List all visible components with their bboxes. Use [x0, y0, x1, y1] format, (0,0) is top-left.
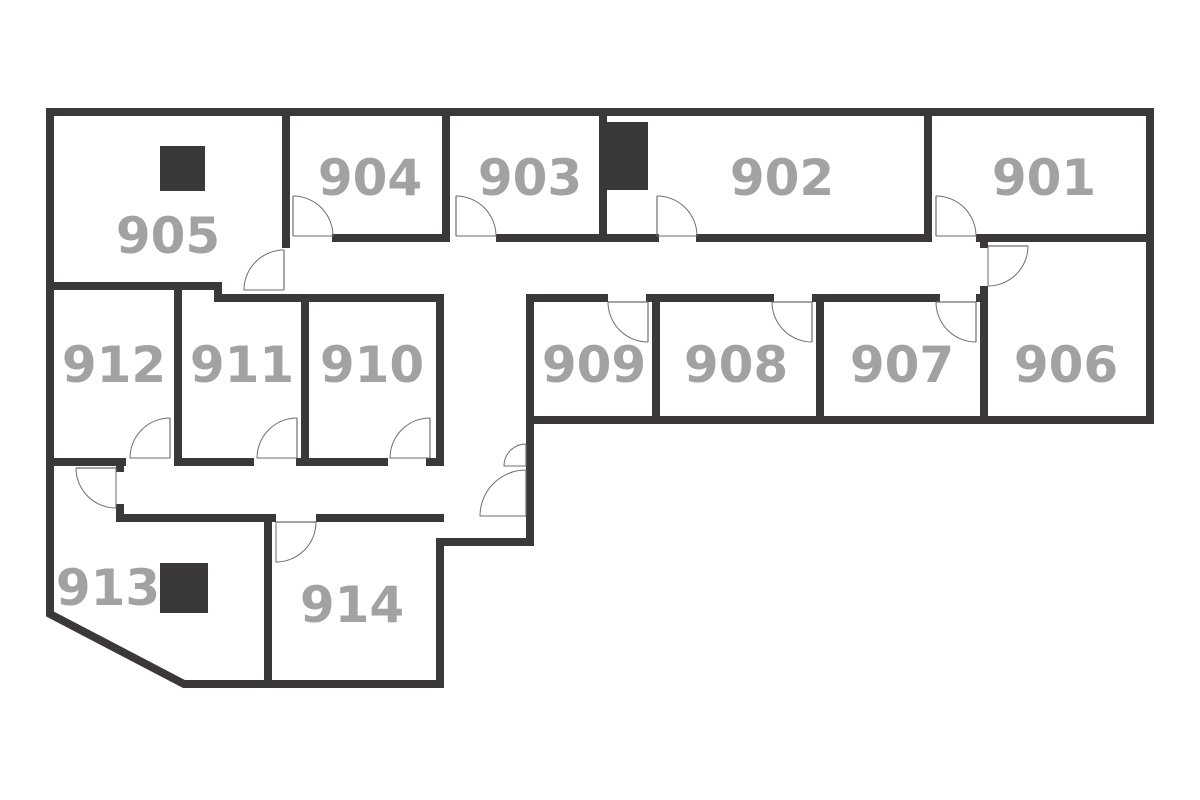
- room-label-909: 909: [542, 336, 646, 394]
- door-906[interactable]: [987, 245, 1029, 287]
- room-label-911: 911: [190, 336, 294, 394]
- room-label-903: 903: [478, 149, 582, 207]
- room-label-904: 904: [318, 149, 422, 207]
- room-label-907: 907: [850, 336, 954, 394]
- room-label-901: 901: [992, 149, 1096, 207]
- pillar-902: [606, 122, 648, 190]
- door-902[interactable]: [656, 195, 698, 237]
- door-913[interactable]: [75, 467, 117, 509]
- interior-walls: [46, 108, 1154, 688]
- outer-walls: [46, 108, 1154, 688]
- room-label-913: 913: [56, 559, 160, 617]
- door-901[interactable]: [935, 195, 977, 237]
- door-911[interactable]: [256, 417, 298, 459]
- door-914[interactable]: [275, 521, 317, 563]
- room-label-912: 912: [62, 336, 166, 394]
- room-label-910: 910: [320, 336, 424, 394]
- room-label-914: 914: [300, 576, 404, 634]
- room-label-905: 905: [116, 207, 220, 265]
- door-903[interactable]: [455, 195, 497, 237]
- doors: [75, 195, 1029, 563]
- door-corridor-entrance[interactable]: [479, 443, 527, 517]
- room-label-908: 908: [684, 336, 788, 394]
- door-909[interactable]: [607, 301, 649, 343]
- door-908[interactable]: [771, 301, 813, 343]
- room-label-902: 902: [730, 149, 834, 207]
- outer-wall: [46, 108, 1154, 688]
- door-910[interactable]: [389, 417, 431, 459]
- room-label-906: 906: [1014, 336, 1118, 394]
- door-905[interactable]: [243, 249, 285, 291]
- pillar-913: [160, 563, 208, 613]
- door-912[interactable]: [129, 417, 171, 459]
- room-labels: 904 903 902 901 905 912 911 910 909 908 …: [56, 149, 1118, 634]
- pillar-905: [160, 146, 205, 191]
- door-907[interactable]: [935, 301, 977, 343]
- door-904[interactable]: [292, 195, 334, 237]
- pillars: [160, 122, 648, 613]
